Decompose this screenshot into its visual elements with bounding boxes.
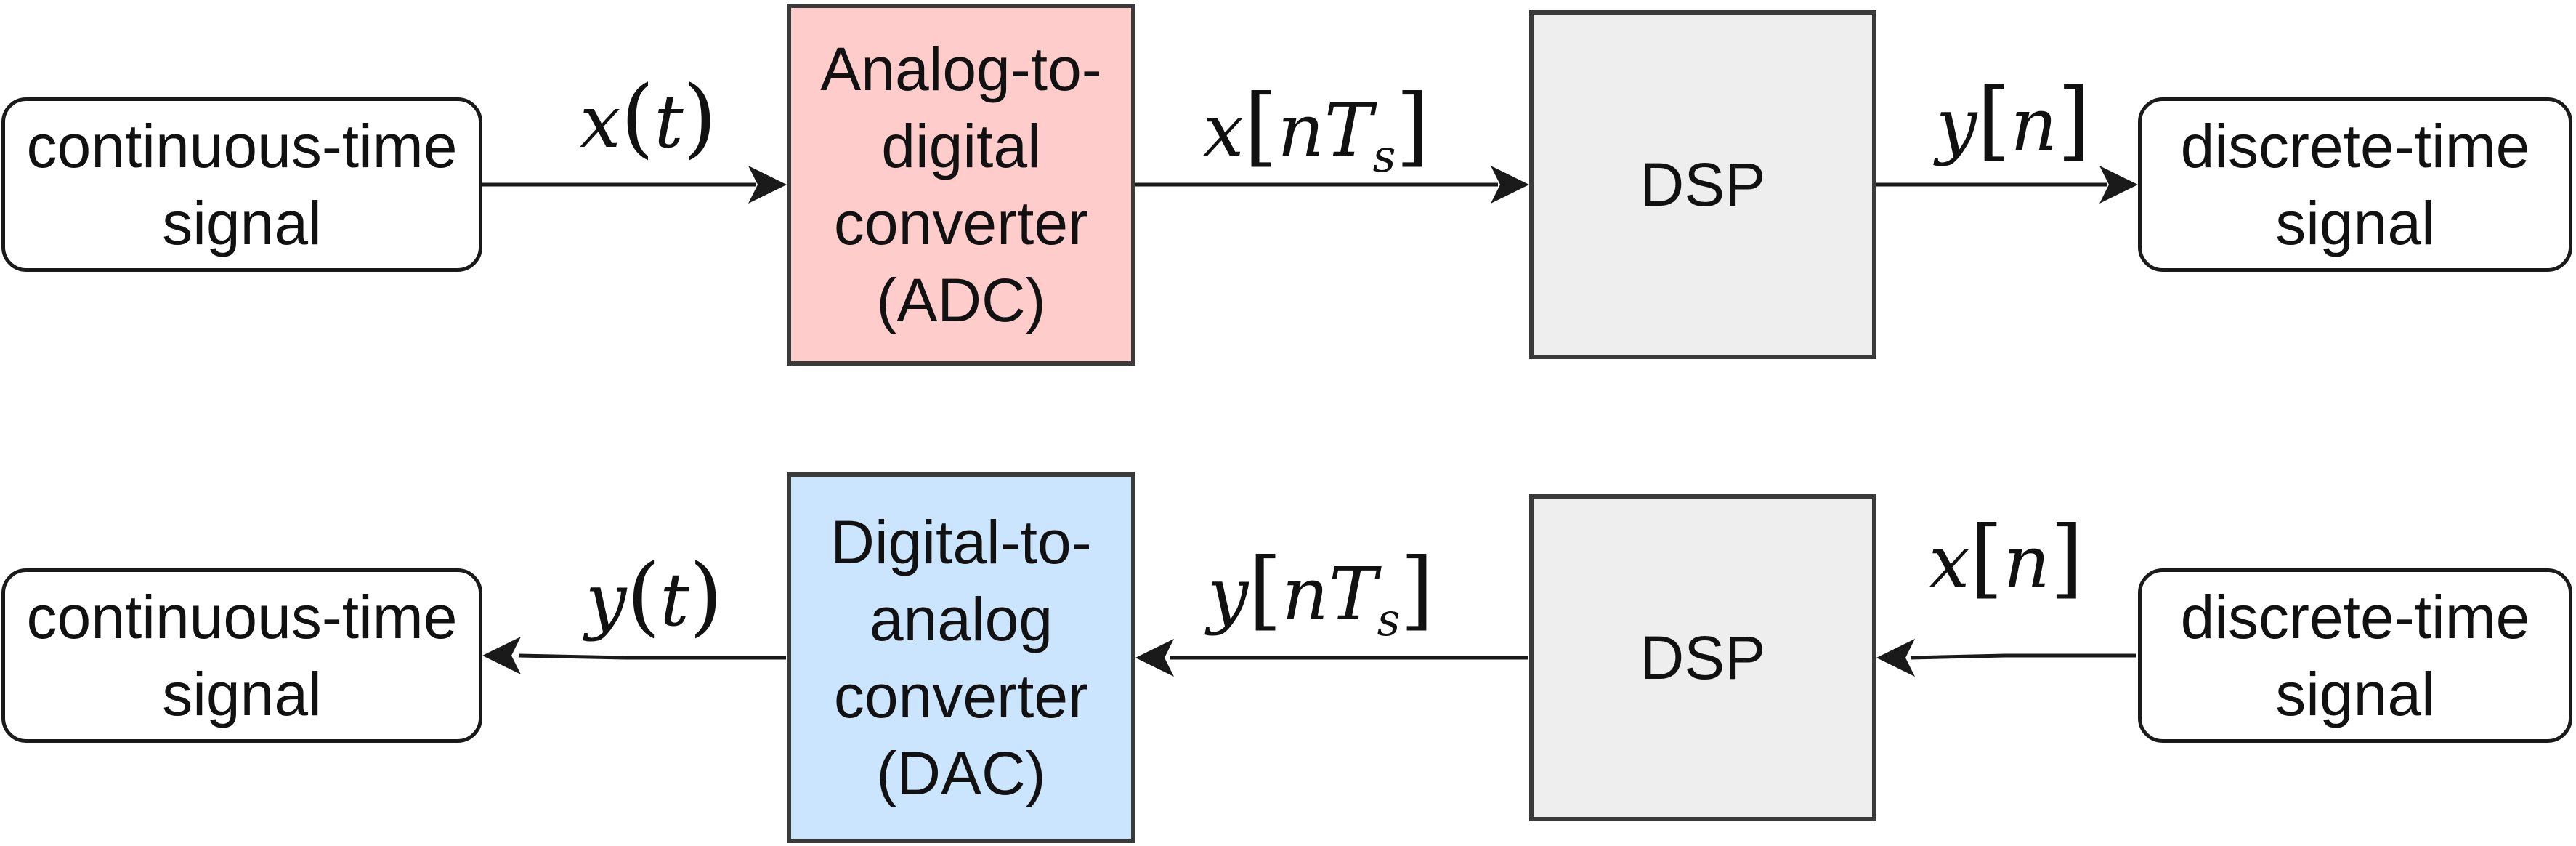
top-dsp-node: DSP [1529,10,1876,359]
label-y-of-nTs: y[nTs] [1207,539,1434,646]
arrowhead-sink-top [2099,166,2138,204]
label-x-of-t: x(t) [580,67,717,167]
label-x-of-nTs: x[nTs] [1203,76,1430,182]
top-continuous-signal-node: continuous-time signal [1,97,482,272]
edge-dac-to-sink [518,653,786,660]
top-discrete-signal-node: discrete-time signal [2138,97,2572,272]
arrowhead-sink-bottom [482,637,521,674]
label-y-of-t: y(t) [586,545,723,645]
arrowhead-dsp-bottom [1876,639,1915,677]
label-x-of-n: x[n] [1929,507,2083,608]
arrowhead-dsp-top [1491,166,1529,204]
bottom-dsp-node: DSP [1529,494,1876,821]
adc-node: Analog-to- digital converter (ADC) [787,4,1135,366]
arrowhead-adc [748,166,787,204]
arrowhead-dac [1135,639,1174,677]
bottom-continuous-signal-node: continuous-time signal [1,568,482,743]
bottom-discrete-signal-node: discrete-time signal [2138,568,2572,743]
edge-source-to-dsp [1910,653,2136,660]
label-y-of-n: y[n] [1936,70,2091,170]
dac-node: Digital-to- analog converter (DAC) [787,472,1135,843]
